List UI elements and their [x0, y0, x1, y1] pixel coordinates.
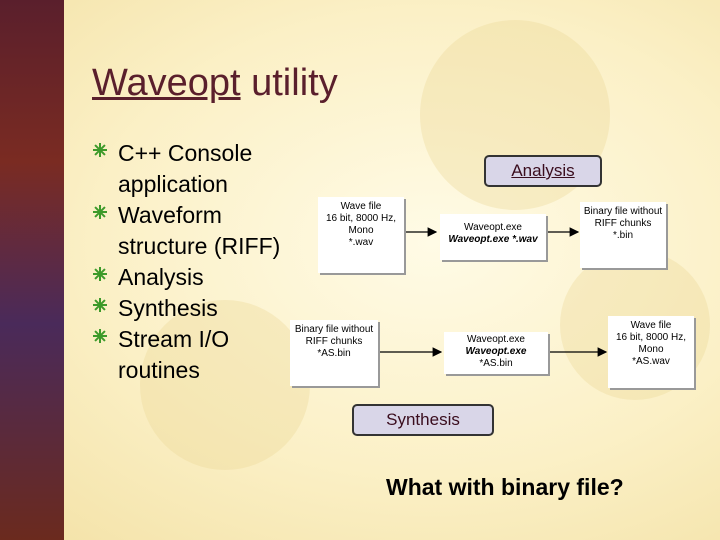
footer-question: What with binary file? [386, 474, 624, 500]
bullet-item: Waveform structure (RIFF) [92, 200, 282, 262]
background-gear-graphic [140, 300, 310, 470]
bullet-item: Stream I/O routines [92, 324, 282, 386]
bullet-text: Analysis [118, 264, 204, 290]
synthesis-callout: Synthesis [352, 404, 494, 436]
bullet-text: Stream I/O routines [118, 326, 230, 383]
bullet-item: Analysis [92, 262, 282, 293]
bullet-flower-icon [93, 205, 107, 219]
bullet-item: C++ Console application [92, 138, 282, 200]
bullet-text: Synthesis [118, 295, 218, 321]
bullet-flower-icon [93, 143, 107, 157]
bullet-text: C++ Console application [118, 140, 253, 197]
bullet-item: Synthesis [92, 293, 282, 324]
bullet-flower-icon [93, 329, 107, 343]
analysis-callout: Analysis [484, 155, 602, 187]
slide-title: Waveopt utility [92, 62, 338, 105]
decorative-sidebar [0, 0, 64, 540]
bullet-list: C++ Console application Waveform structu… [92, 138, 282, 386]
bullet-text: Waveform structure (RIFF) [118, 202, 281, 259]
title-rest: utility [240, 62, 338, 104]
bullet-flower-icon [93, 267, 107, 281]
bullet-flower-icon [93, 298, 107, 312]
title-link-text: Waveopt [92, 62, 241, 104]
